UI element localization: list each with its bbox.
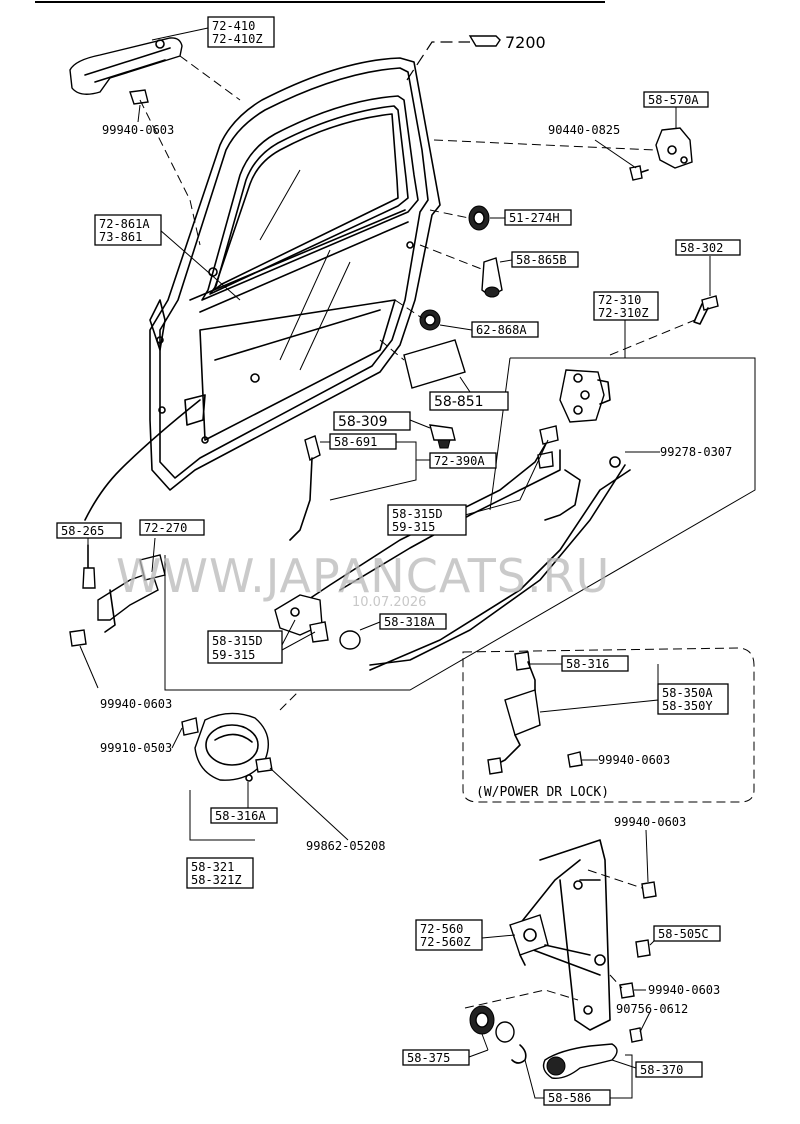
window-crank — [469, 1005, 618, 1079]
part-label: 58-865B — [516, 253, 567, 267]
part-label: 58-586 — [548, 1091, 591, 1105]
grommet — [468, 205, 490, 231]
striker-bolt — [693, 295, 719, 325]
part-label: 72-310Z — [598, 306, 649, 320]
part-label: 51-274H — [509, 211, 560, 225]
reference-callout: 7200 — [406, 33, 546, 81]
part-label: 58-570A — [648, 93, 699, 107]
part-label: 58-318A — [384, 615, 435, 629]
rear-door-shell — [84, 57, 441, 521]
part-label: 58-321 — [191, 860, 234, 874]
part-label: 58-350Y — [662, 699, 713, 713]
part-label: 90440-0825 — [548, 123, 620, 137]
part-label: 72-310 — [598, 293, 641, 307]
part-label: 72-861A — [99, 217, 150, 231]
lock-actuator-lower — [274, 594, 361, 650]
inside-handle — [181, 712, 273, 782]
watermark-text: WWW.JAPANCATS.RU — [116, 549, 610, 603]
part-label: 72-410 — [212, 19, 255, 33]
door-check — [69, 544, 166, 647]
power-lock-note: (W/POWER DR LOCK) — [476, 785, 609, 800]
part-label: 72-560 — [420, 922, 463, 936]
part-label: 62-868A — [476, 323, 527, 337]
part-label: 59-315 — [212, 648, 255, 662]
part-label: 73-861 — [99, 230, 142, 244]
reference-number: 7200 — [505, 33, 546, 52]
part-label: 58-851 — [434, 394, 484, 410]
door-latch — [559, 369, 611, 423]
part-labels: 72-410 72-410Z 99940-0603 58-570A 90440-… — [56, 16, 741, 1106]
part-label: 99940-0603 — [598, 753, 670, 767]
sealing-plate — [403, 339, 466, 389]
inside-handle-rod — [289, 435, 321, 541]
part-label: 58-691 — [334, 435, 377, 449]
part-label: 58-315D — [392, 507, 443, 521]
latch-bracket — [629, 127, 693, 181]
seal — [419, 309, 441, 331]
part-label: 72-390A — [434, 454, 485, 468]
part-label: 59-315 — [392, 520, 435, 534]
part-label: 58-315D — [212, 634, 263, 648]
part-label: 58-316 — [566, 657, 609, 671]
part-label: 90756-0612 — [616, 1002, 688, 1016]
part-label: 58-350A — [662, 686, 713, 700]
part-label: 58-316A — [215, 809, 266, 823]
power-lock-actuator — [487, 651, 583, 775]
part-label: 58-321Z — [191, 873, 242, 887]
power-lock-group-outline — [462, 647, 755, 803]
part-label: 58-309 — [338, 414, 388, 430]
part-label: 72-560Z — [420, 935, 471, 949]
door-switch — [429, 424, 456, 449]
part-label: 99940-0603 — [614, 815, 686, 829]
window-regulator — [509, 839, 657, 1043]
part-label: 58-505C — [658, 927, 709, 941]
part-label: 99940-0603 — [648, 983, 720, 997]
part-label: 58-375 — [407, 1051, 450, 1065]
part-label: 99910-0503 — [100, 741, 172, 755]
watermark: WWW.JAPANCATS.RU 10.07.2026 — [116, 549, 610, 610]
part-label: 72-270 — [144, 521, 187, 535]
part-label: 99862-05208 — [306, 839, 385, 853]
part-label: 58-370 — [640, 1063, 683, 1077]
part-label: 99940-0603 — [100, 697, 172, 711]
part-label: 99278-0307 — [660, 445, 732, 459]
part-label: 72-410Z — [212, 32, 263, 46]
part-label: 58-265 — [61, 524, 104, 538]
outside-handle — [69, 37, 183, 105]
clip — [481, 257, 503, 298]
watermark-date: 10.07.2026 — [352, 595, 426, 610]
part-label: 58-302 — [680, 241, 723, 255]
latch-assembly-box — [164, 320, 756, 691]
part-label: 99940-0603 — [102, 123, 174, 137]
